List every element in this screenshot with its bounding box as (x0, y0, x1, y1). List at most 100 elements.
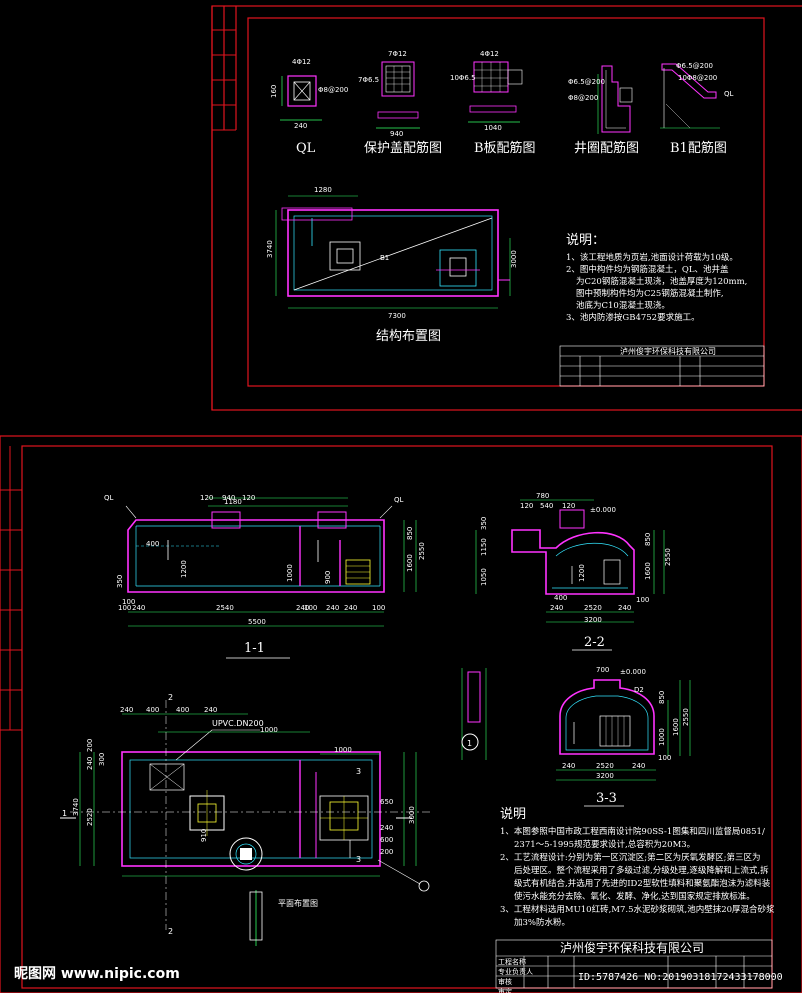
note-line: 图中预制构件均为C25钢筋混凝土制作, (576, 288, 724, 299)
dim-label: 5500 (248, 618, 266, 626)
dim-label: ±0.000 (620, 668, 646, 676)
dim-label: 120 (242, 494, 255, 502)
note-line: 2、图中构件均为钢筋混凝土，QL、池井盖 (566, 264, 729, 275)
dim-label: 160 (270, 85, 278, 98)
dim-label: 4Φ12 (292, 58, 311, 66)
dim-label: Φ6.5@200 (676, 62, 713, 70)
note-line: 使污水能充分去除、氧化、发酵、净化,达到国家规定排放标准。 (514, 891, 755, 902)
dim-label: 400 (146, 706, 159, 714)
plan-title: 平面布置图 (278, 898, 318, 908)
dim-label: 7Φ6.5 (358, 76, 379, 84)
dim-label: 1200 (180, 560, 188, 578)
dim-label: 100 (372, 604, 385, 612)
dim-label: 700 (596, 666, 609, 674)
note-line: 池底为C10混凝土现浇。 (576, 300, 670, 311)
dim-label: 3740 (266, 240, 274, 258)
dim-label: 1040 (484, 124, 502, 132)
section-mark: 1 (62, 809, 67, 818)
note-line: 1、本图参照中国市政工程西南设计院90SS-1图集和四川监督局0851/ (500, 826, 765, 837)
dim-label: 400 (554, 594, 567, 602)
detail-title: 井圈配筋图 (574, 140, 639, 156)
dim-label: 240 (344, 604, 357, 612)
detail-cover (376, 61, 420, 129)
sheet2-frame (0, 435, 802, 993)
section-2-2 (475, 499, 665, 651)
dim-label: 780 (536, 492, 549, 500)
detail-b-plate (468, 61, 523, 123)
detail-title: 保护盖配筋图 (364, 140, 442, 156)
sheet1-edge-ticks (212, 29, 236, 131)
dim-label: Φ8@200 (318, 86, 348, 94)
dim-label: B1 (380, 254, 389, 262)
dim-label: 850 (644, 533, 652, 546)
dim-label: 10Φ8@200 (678, 74, 717, 82)
dim-label: 240 (618, 604, 631, 612)
dim-label: 1200 (578, 564, 586, 582)
note-line: 1、该工程地质为页岩,池面设计荷载为10级。 (566, 252, 738, 263)
detail-ql (280, 75, 322, 121)
dim-label: 100 (636, 596, 649, 604)
dim-label: 1000 (658, 728, 666, 746)
detail-well-ring (597, 65, 633, 134)
dim-label: 2520 (584, 604, 602, 612)
titleblock-row: 审核 (498, 977, 512, 986)
dim-label: 100 (118, 604, 131, 612)
section-title: 2-2 (584, 635, 605, 650)
section-mark: 2 (168, 693, 173, 702)
dim-label: 600 (380, 836, 393, 844)
note-line: 后处理区。整个流程采用了多级过滤,分级处理,逐级降解和上流式,拆 (514, 865, 769, 876)
dim-label: 7Φ12 (388, 50, 407, 58)
note-line: 加3%防水粉。 (514, 917, 570, 928)
dim-label: 2540 (216, 604, 234, 612)
titleblock-row: 审定 (498, 987, 512, 993)
dim-label: 240 (550, 604, 563, 612)
section-title: 1-1 (244, 641, 265, 656)
dim-label: 2520 (86, 808, 94, 826)
dim-label: 1000 (260, 726, 278, 734)
dim-label: 10Φ6.5 (450, 74, 476, 82)
notes-heading: 说明 (500, 807, 526, 822)
sheet2-edge-ticks (0, 446, 22, 731)
dim-label: 350 (116, 575, 124, 588)
dim-label: 3200 (596, 772, 614, 780)
dim-label: 3000 (408, 806, 416, 824)
dim-label: 1000 (286, 564, 294, 582)
dim-label: 100 (122, 598, 135, 606)
plan-layout (60, 700, 430, 946)
titleblock-row: 专业负责人 (498, 967, 533, 976)
dim-label: ±0.000 (590, 506, 616, 514)
dim-label: 2550 (418, 542, 426, 560)
dim-label: 1050 (480, 568, 488, 586)
dim-label: 1600 (644, 562, 652, 580)
detail-title: B1配筋图 (670, 140, 727, 156)
dim-label: 200 (380, 848, 393, 856)
dim-label: 3000 (510, 250, 518, 268)
section-mark: 3 (356, 855, 361, 864)
plan-title: 结构布置图 (376, 329, 441, 344)
watermark-site: 昵图网 www.nipic.com (14, 966, 180, 982)
company-name: 泸州俊宇环保科技有限公司 (620, 346, 716, 356)
dim-label: 1600 (672, 718, 680, 736)
dim-label: 120 (200, 494, 213, 502)
dim-label: 120 (520, 502, 533, 510)
section-mark: 3 (356, 767, 361, 776)
sheet1-titleblock (559, 345, 765, 387)
dim-label: 240 (132, 604, 145, 612)
dim-label: 240 (326, 604, 339, 612)
dim-label: 240 (632, 762, 645, 770)
dim-label: QL (394, 496, 404, 504)
dim-label: 240 (86, 757, 94, 770)
dim-label: 240 (380, 824, 393, 832)
dim-label: 3740 (72, 798, 80, 816)
dim-label: 2550 (664, 548, 672, 566)
section-mark: 2 (168, 927, 173, 936)
dim-label: 910 (200, 829, 208, 842)
note-line: 级式有机结合,并选用了先进的ID2型软性填料和聚氨酯泡沫为滤料装 (514, 878, 771, 889)
sheet2-titleblock (495, 939, 773, 989)
dim-label: 240 (204, 706, 217, 714)
dim-label: D2 (634, 686, 644, 694)
dim-label: 100 (304, 604, 317, 612)
dim-label: QL (724, 90, 734, 98)
dim-label: 120 (562, 502, 575, 510)
